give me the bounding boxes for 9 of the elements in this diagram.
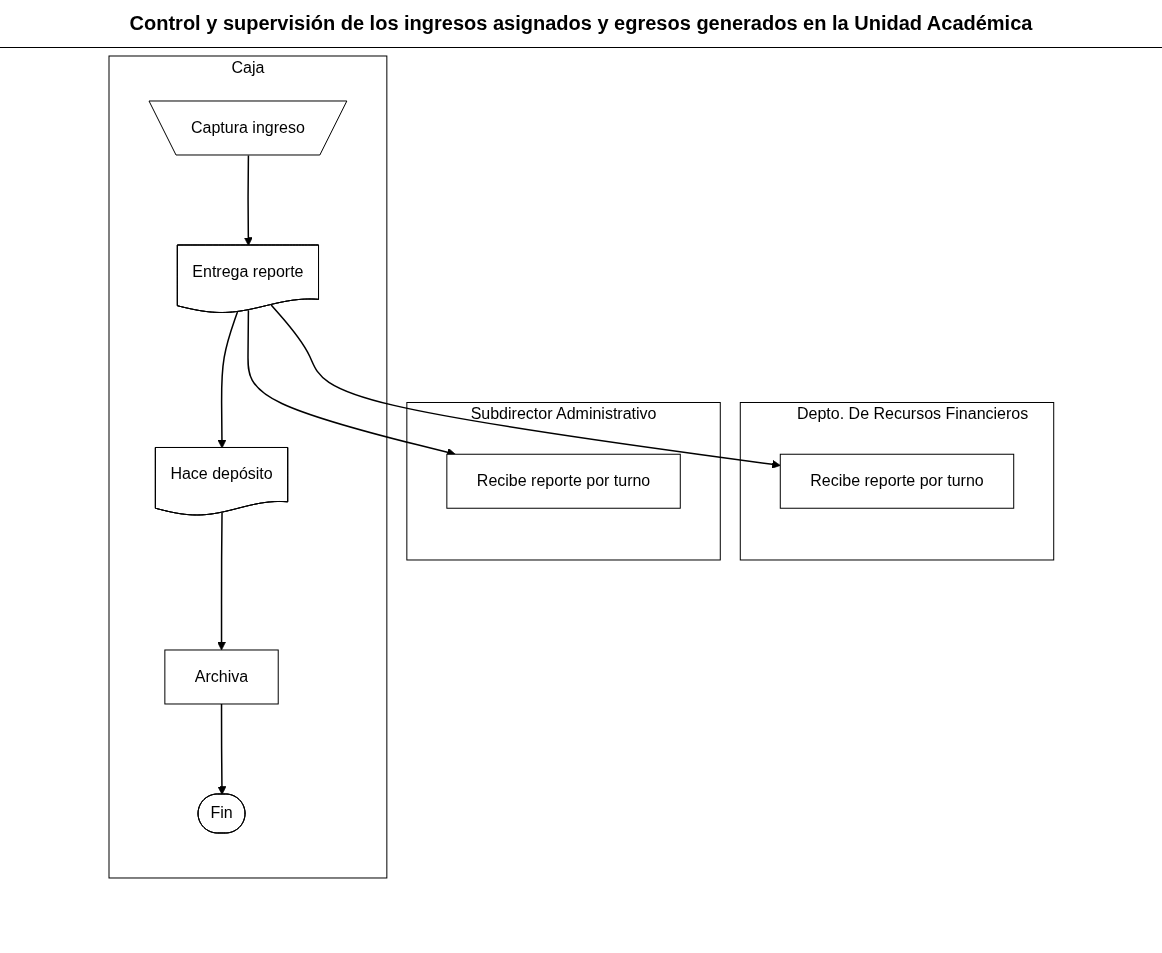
arrow — [270, 304, 781, 469]
arrow — [217, 311, 238, 449]
node-box: Archiva — [164, 649, 279, 705]
arrow — [216, 511, 226, 651]
diagram-title: Control y supervisión de los ingresos asignados y egresos generados en la Unidad Académica — [0, 0, 1162, 48]
node-box: Recibe reporte por turno — [446, 453, 681, 509]
node-box: Recibe reporte por turno — [779, 453, 1014, 509]
arrow — [243, 154, 253, 246]
arrow — [217, 703, 226, 795]
